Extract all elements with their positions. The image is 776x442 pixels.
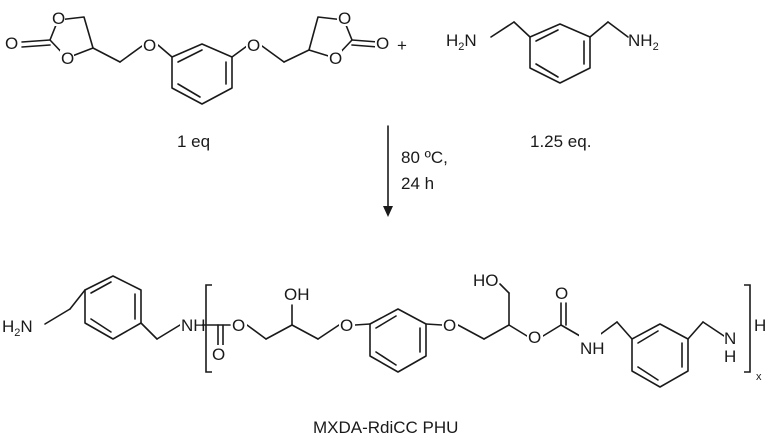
amine-h2n: H2N	[446, 31, 477, 53]
atom-O: O	[329, 49, 342, 68]
atom-O: O	[52, 9, 65, 28]
amine-nh2: NH2	[628, 31, 659, 53]
atom-O: O	[338, 9, 351, 28]
atom-O: O	[61, 49, 74, 68]
product-name: MXDA-RdiCC PHU	[313, 418, 458, 437]
reaction-time: 24 h	[401, 174, 434, 193]
reactant-mxda: H2N NH2	[446, 21, 659, 84]
atom-O: O	[443, 316, 456, 335]
atom-H-below-N: H	[724, 347, 736, 366]
end-group-H: H	[754, 316, 766, 335]
reactant-bis-cyclic-carbonate: O O O O O O O O	[4, 9, 391, 105]
atom-O: O	[247, 36, 260, 55]
atom-O: O	[212, 345, 225, 364]
atom-O: O	[528, 328, 541, 347]
repeat-unit-subscript: x	[756, 371, 762, 383]
atom-O: O	[5, 34, 18, 53]
atom-NH: NH	[181, 316, 206, 335]
reactant1-equivalents: 1 eq	[177, 132, 210, 151]
atom-NH: NH	[580, 339, 605, 358]
atom-N: N	[724, 329, 736, 348]
reaction-arrow	[383, 125, 393, 217]
amine-h2n-endgroup: H2N	[2, 317, 33, 339]
reactant2-equivalents: 1.25 eq.	[530, 132, 591, 151]
atom-OH: OH	[284, 285, 310, 304]
atom-O: O	[143, 36, 156, 55]
atom-O: O	[555, 284, 568, 303]
atom-O: O	[232, 316, 245, 335]
atom-HO: HO	[473, 271, 499, 290]
reaction-temperature: 80 ºC,	[401, 148, 448, 167]
atom-O: O	[340, 316, 353, 335]
product-structure: H2N NH O O OH O O HO O O NH N H H x	[2, 271, 766, 388]
plus-sign: +	[397, 36, 407, 55]
atom-O: O	[376, 34, 389, 53]
